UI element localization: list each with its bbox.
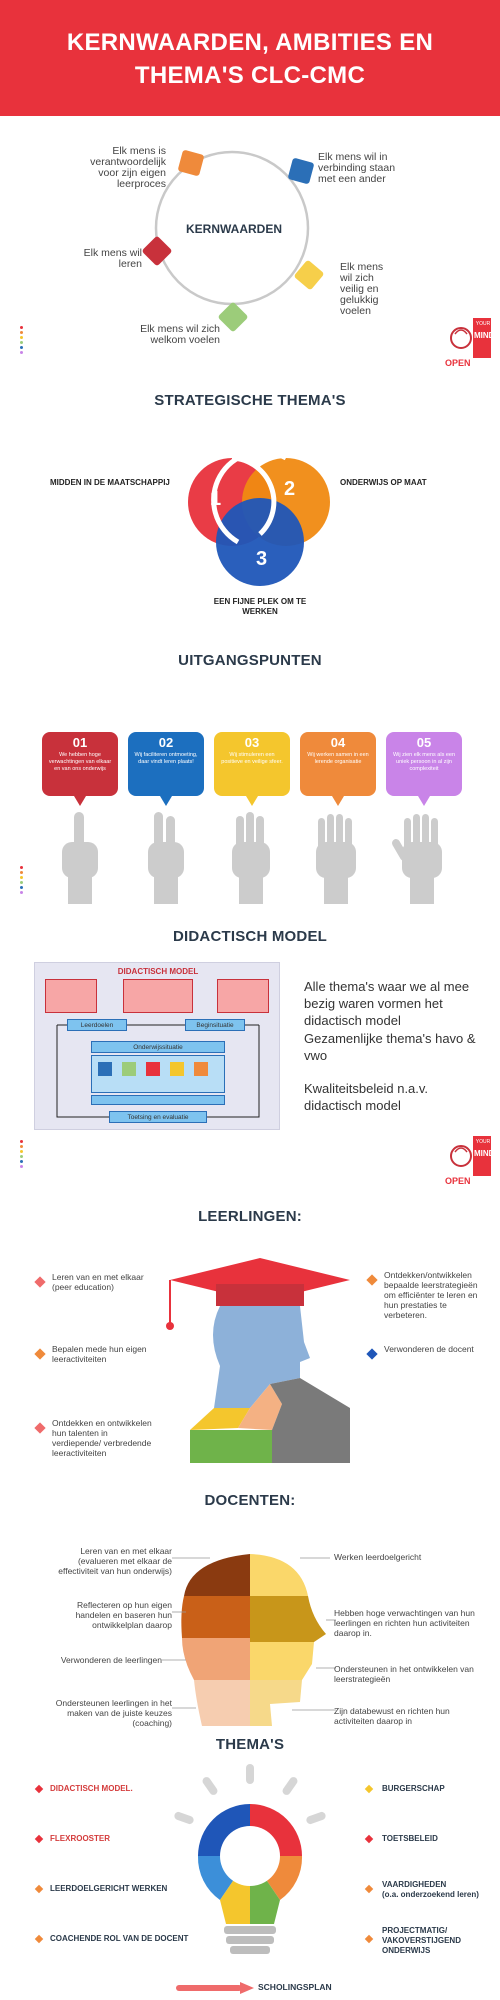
toetsing-box: Toetsing en evaluatie [109,1111,207,1123]
section-title-strategisch: STRATEGISCHE THEMA'S [154,392,346,409]
leerlingen-left-2: Bepalen mede hun eigen leeractiviteiten [52,1344,147,1364]
logo-graphic [450,318,491,358]
bullet-diamond-icon [34,1784,44,1794]
docenten-right-2: Hebben hoge verwachtingen van hun leerli… [334,1608,475,1638]
venn-label-3: EEN FIJNE PLEK OM TE WERKEN [213,597,307,616]
thema-left-4: COACHENDE ROL VAN DE DOCENT [50,1934,189,1943]
section-title-didactisch: DIDACTISCH MODEL [172,928,328,945]
venn-num-3: 3 [256,548,268,570]
graduation-cap-icon [170,1258,350,1302]
thema-right-3: VAARDIGHEDEN (o.a. onderzoekend leren) [382,1880,479,1899]
uitgangspunt-card-2: 02 Wij faciliteren ontmoeting, daar vind… [128,732,204,796]
venn-num-2: 2 [284,478,296,500]
bullet-diamond-icon [364,1934,374,1944]
bullet-diamond-icon [34,1422,46,1434]
section-title-leerlingen: LEERLINGEN: [198,1208,302,1225]
bullet-diamond-icon [34,1934,44,1944]
arrow-right-icon [176,1982,254,1994]
onderwijssituatie-box: Onderwijssituatie [91,1041,225,1053]
open-your-mind-logo-2: OPEN YOUR MIND [445,1136,494,1192]
kernwaarden-label-2: Elk mens wil in verbinding staan met een… [318,151,396,185]
venn-circle-3 [216,498,304,586]
didactisch-statement-1: Alle thema's waar we al mee bezig waren … [304,979,470,1028]
didactisch-model-image: DIDACTISCH MODEL Leerdoelen Beginsituati… [34,962,280,1130]
bullet-diamond-icon [364,1834,374,1844]
header-banner [0,0,500,116]
leerlingen-right-1: Ontdekken/ontwikkelen bepaalde leerstrat… [384,1270,478,1320]
uitgangspunt-card-3: 03 Wij stimuleren een positieve en veili… [214,732,290,796]
bullet-diamond-icon [364,1784,374,1794]
hand-gestures [62,796,442,904]
kernwaarden-node-5 [142,236,172,266]
beginsituatie-box: Beginsituatie [185,1019,245,1031]
decorative-dots-3 [20,1140,24,1170]
docenten-right-4: Zijn databewust en richten hun activitei… [334,1706,450,1726]
teacher-head-graphic [181,1554,326,1726]
student-head-graphic [166,1258,350,1463]
kernwaarden-label-5: Elk mens wil leren [83,247,142,270]
kernwaarden-label-1: Elk mens is verantwoordelijk voor zijn e… [90,145,166,190]
uitgangspunt-card-1: 01 We hebben hoge verwachtingen van elka… [42,732,118,796]
uitgangspunt-card-4: 04 Wij werken samen in een lerende organ… [300,732,376,796]
section-title-uitgangspunten: UITGANGSPUNTEN [178,652,322,669]
open-your-mind-logo: OPEN YOUR MIND [445,318,494,374]
section-title-docenten: DOCENTEN: [204,1492,296,1509]
kernwaarden-node-2 [288,158,314,184]
leerlingen-left-3: Ontdekken en ontwikkelen hun talenten in… [52,1418,152,1458]
didactisch-statement-2: Gezamenlijke thema's havo & vwo [304,1031,476,1063]
section-title-themas: THEMA'S [215,1736,285,1753]
kernwaarden-label-3: Elk mens wil zich veilig en gelukkig voe… [340,261,384,317]
kernwaarden-node-4 [218,302,248,332]
scholingsplan-label: SCHOLINGSPLAN [258,1982,332,1992]
page-title: KERNWAARDEN, AMBITIES EN THEMA'S CLC-CMC [66,29,434,89]
docenten-right-1: Werken leerdoelgericht [334,1552,422,1562]
bullet-diamond-icon [364,1884,374,1894]
thema-left-3: LEERDOELGERICHT WERKEN [50,1884,168,1893]
decorative-dots [20,326,24,356]
docenten-left-4: Ondersteunen leerlingen in het maken van… [55,1698,172,1728]
kernwaarden-node-1 [178,150,204,176]
thema-left-1: DIDACTISCH MODEL. [50,1784,133,1793]
strategische-venn [188,449,330,586]
docenten-left-1: Leren van en met elkaar (evalueren met e… [58,1546,172,1576]
venn-label-1: MIDDEN IN DE MAATSCHAPPIJ [50,478,170,487]
docenten-left-2: Reflecteren op hun eigen handelen en bas… [75,1600,172,1630]
decorative-dots-2 [20,866,24,896]
thema-right-2: TOETSBELEID [382,1834,438,1843]
bullet-diamond-icon [34,1884,44,1894]
uitgangspunt-card-5: 05 Wij zien elk mens als een uniek perso… [386,732,462,796]
thema-right-1: BURGERSCHAP [382,1784,445,1793]
lightbulb-graphic [174,1764,326,1954]
docenten-right-3: Ondersteunen in het ontwikkelen van leer… [334,1664,474,1684]
docenten-connector-lines [162,1557,336,1711]
kernwaarden-center: KERNWAARDEN [186,222,282,236]
venn-num-1: 1 [210,488,222,510]
thema-right-4: PROJECTMATIG/ VAKOVERSTIJGEND ONDERWIJS [382,1926,461,1955]
bullet-diamond-icon [34,1276,46,1288]
docenten-left-3: Verwonderen de leerlingen [60,1655,162,1665]
kernwaarden-node-3 [294,260,324,290]
kernwaarden-label-4: Elk mens wil zich welkom voelen [140,323,220,346]
leerdoelen-box: Leerdoelen [67,1019,127,1031]
leerlingen-left-1: Leren van en met elkaar (peer education) [52,1272,144,1292]
kernwaarden-diagram [142,150,324,332]
bullet-diamond-icon [34,1834,44,1844]
venn-label-2: ONDERWIJS OP MAAT [340,478,427,487]
leerlingen-right-2: Verwonderen de docent [384,1344,474,1354]
didactisch-statement-3: Kwaliteitsbeleid n.a.v. didactisch model [304,1081,429,1113]
bullet-diamond-icon [34,1348,46,1360]
thema-left-2: FLEXROOSTER [50,1834,111,1843]
